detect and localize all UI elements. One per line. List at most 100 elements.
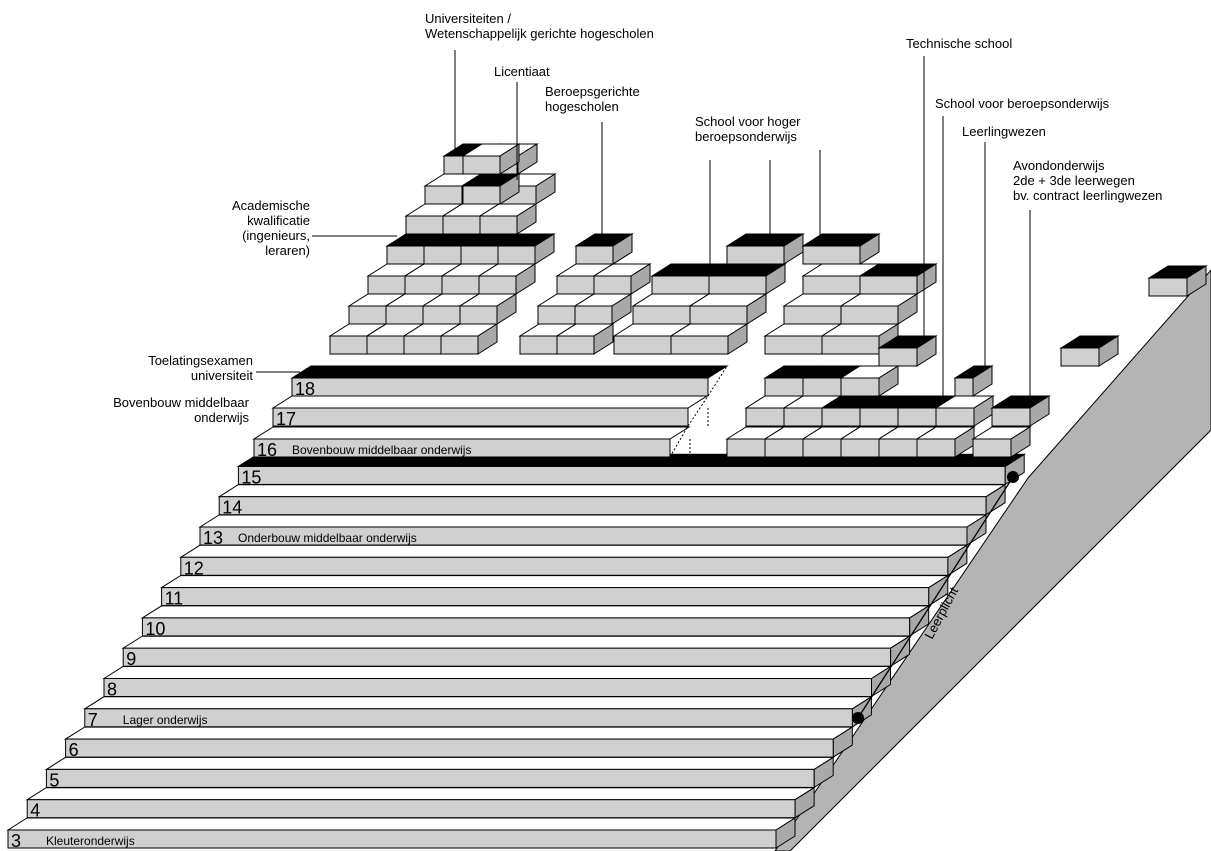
university-top-block — [461, 143, 521, 175]
step-riser — [218, 496, 987, 516]
university-block — [458, 293, 518, 325]
step-riser — [26, 799, 796, 819]
step-riser — [291, 377, 709, 397]
block-front — [632, 305, 691, 325]
block-front — [385, 305, 424, 325]
age-number: 10 — [145, 619, 165, 639]
step-tread — [159, 575, 950, 589]
beroepsgerichte-top-block — [574, 233, 634, 265]
step-riser — [103, 678, 872, 697]
block-front — [783, 305, 842, 325]
block-front — [821, 407, 861, 427]
block-front — [574, 305, 613, 325]
label-technische: Technische school — [906, 36, 1012, 51]
step-tread — [140, 605, 931, 619]
age-number: 15 — [241, 467, 261, 487]
age-number: 5 — [49, 770, 59, 790]
block-side — [1010, 426, 1031, 458]
step-riser — [237, 465, 1006, 485]
label-toelating-line: universiteit — [191, 368, 254, 383]
block-front — [403, 335, 442, 355]
step-age-5: 5 — [44, 756, 835, 790]
avond-block — [971, 426, 1032, 458]
block-front — [422, 305, 461, 325]
block-side — [477, 323, 498, 355]
labels-layer: Universiteiten /Wetenschappelijk gericht… — [113, 11, 1162, 425]
step-end — [947, 544, 968, 577]
step-riser — [272, 407, 689, 427]
block-front — [991, 407, 1031, 427]
step-tread — [252, 426, 691, 440]
block-side — [612, 233, 633, 265]
block-front — [348, 305, 387, 325]
avond-block — [990, 395, 1051, 427]
step-tread — [271, 395, 709, 409]
block-front — [405, 215, 444, 235]
step-end — [813, 756, 834, 789]
step-tread — [83, 696, 874, 710]
block-side — [535, 173, 556, 205]
block-side — [496, 293, 517, 325]
step-riser — [122, 647, 892, 667]
label-leerlingwezen: Leerlingwezen — [962, 124, 1046, 139]
step-tread — [102, 666, 893, 679]
block-side — [534, 233, 555, 265]
block-front — [802, 377, 842, 397]
step-riser — [161, 587, 930, 607]
block-front — [859, 407, 899, 427]
block-front — [783, 407, 823, 427]
step-age-8: 8 — [102, 665, 893, 700]
age-number: 6 — [69, 740, 79, 760]
avond-top-block — [1059, 335, 1120, 367]
step-age-10: 10 — [140, 604, 931, 639]
step-end — [794, 786, 815, 819]
block-side — [1186, 265, 1207, 297]
block-front — [802, 245, 861, 265]
age-number: 9 — [126, 649, 136, 669]
hoger-beroeps-block — [707, 263, 787, 295]
technical-block — [839, 365, 900, 397]
block-front — [424, 185, 463, 205]
step-tread — [63, 726, 855, 740]
block-side — [611, 293, 632, 325]
label-licentiaat-line: Licentiaat — [494, 64, 550, 79]
step-tread — [290, 365, 729, 379]
block-front — [366, 335, 405, 355]
block-front — [440, 335, 479, 355]
age-number: 8 — [107, 680, 117, 700]
step-riser — [65, 738, 834, 758]
university-block — [496, 233, 556, 265]
block-side — [859, 233, 880, 265]
label-beroepsonderwijs-line: School voor beroepsonderwijs — [935, 96, 1110, 111]
age-number: 16 — [257, 440, 277, 460]
block-side — [515, 263, 536, 295]
block-front — [935, 407, 975, 427]
block-front — [670, 335, 729, 355]
block-front — [916, 438, 956, 458]
step-age-17: 17 — [271, 395, 709, 429]
block-front — [478, 275, 517, 295]
stage-label: Kleuteronderwijs — [46, 834, 135, 848]
hoger-beroeps-block — [801, 233, 881, 265]
step-end — [966, 514, 987, 546]
block-side — [972, 365, 993, 397]
step-tread — [217, 484, 1007, 498]
block-front — [462, 155, 501, 175]
block-side — [593, 323, 614, 355]
step-age-6: 6 — [63, 726, 855, 760]
block-front — [840, 305, 899, 325]
hoger-beroeps-block — [858, 263, 938, 295]
block-side — [517, 143, 538, 175]
block-front — [459, 305, 498, 325]
age-number: 12 — [184, 558, 204, 578]
step-end — [909, 604, 930, 637]
beroepsgerichte-block — [573, 293, 633, 325]
block-front — [1060, 347, 1100, 367]
block-front — [821, 335, 880, 355]
stage-label: Onderbouw middelbaar onderwijs — [238, 531, 417, 545]
age-number: 3 — [11, 831, 21, 851]
block-front — [651, 275, 710, 295]
